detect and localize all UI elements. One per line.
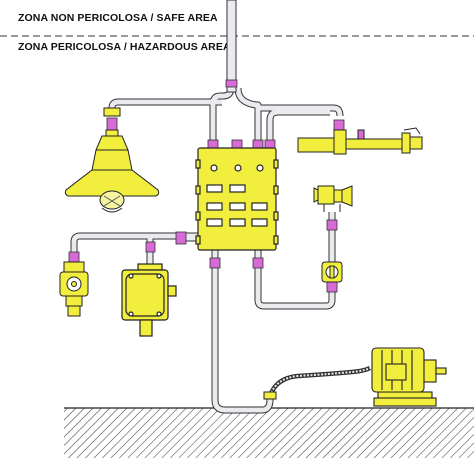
plug-socket-icon <box>59 261 89 317</box>
motor-icon <box>371 347 447 407</box>
conduit-pipes <box>70 0 344 414</box>
tubular-lamp-icon <box>297 127 423 155</box>
flexible-hose <box>263 365 372 400</box>
explosion-proof-lamp-icon <box>64 107 160 213</box>
hazardous-area-label: ZONA PERICOLOSA / HAZARDOUS AREA <box>18 41 231 53</box>
switch-icon <box>321 261 343 283</box>
safe-area-label: ZONA NON PERICOLOSA / SAFE AREA <box>18 12 218 24</box>
junction-box-icon <box>121 263 177 337</box>
signal-horn-icon <box>313 185 353 212</box>
ground <box>64 407 474 458</box>
control-panel-icon <box>195 147 279 251</box>
